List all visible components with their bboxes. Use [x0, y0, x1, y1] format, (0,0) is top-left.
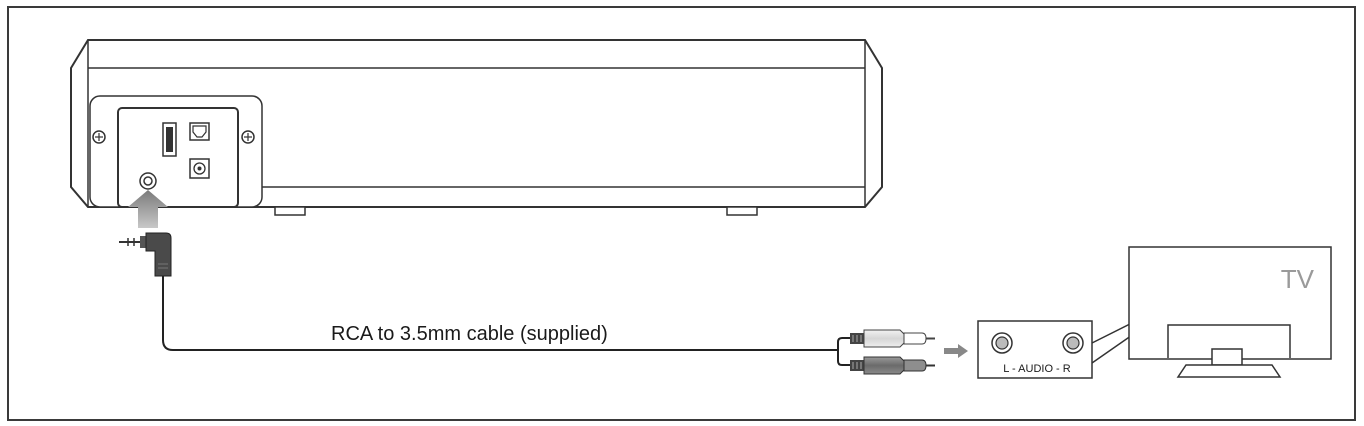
screw-icon: [92, 130, 106, 144]
rca-cable-split: [837, 337, 850, 366]
soundbar: [70, 39, 883, 216]
tv-stand-neck: [1211, 348, 1243, 366]
audio-jack-right-icon: [1062, 332, 1084, 354]
connect-arrow-icon: [944, 344, 968, 358]
tv-screen: [1128, 246, 1332, 360]
cable-label: RCA to 3.5mm cable (supplied): [331, 323, 608, 345]
screw-icon: [241, 130, 255, 144]
optical-port-icon: [189, 122, 210, 141]
dc-power-port-icon: [189, 158, 210, 179]
tv-audio-port-panel: L - AUDIO - R: [977, 318, 1139, 379]
rca-plug-white-icon: [850, 329, 935, 348]
tv-icon: TV: [1128, 246, 1332, 378]
rear-panel: [117, 107, 239, 208]
soundbar-foot-left: [274, 206, 306, 216]
aux-input-port-icon: [139, 172, 157, 190]
tv-stand: [1167, 324, 1291, 358]
rca-plug-red-icon: [850, 356, 935, 375]
insert-arrow-icon: [128, 190, 168, 228]
soundbar-foot-right: [726, 206, 758, 216]
tv-stand-base: [1176, 364, 1282, 378]
rca-cable-line: [162, 276, 838, 351]
audio-port-label: L - AUDIO - R: [1003, 363, 1070, 375]
usb-port-icon: [162, 122, 177, 157]
audio-jack-left-icon: [991, 332, 1013, 354]
tv-label: TV: [1281, 264, 1315, 294]
aux-plug-icon: [119, 232, 172, 277]
